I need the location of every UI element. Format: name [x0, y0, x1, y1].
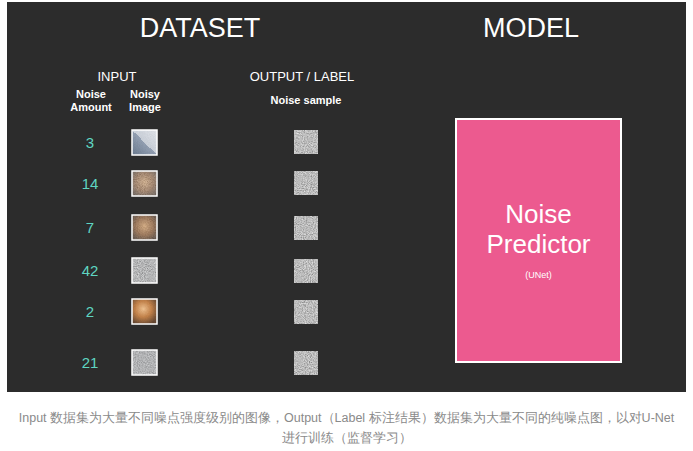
noisy-image — [132, 299, 157, 324]
noise-square — [294, 259, 318, 283]
noise-square — [294, 130, 318, 154]
noise-amount: 42 — [82, 262, 99, 279]
noise-square — [294, 216, 318, 240]
column-subheading: Noise Amount — [63, 88, 119, 113]
column-subheading: Noisy Image — [117, 88, 173, 113]
image-noise — [132, 215, 157, 240]
image-noise — [132, 130, 157, 155]
noise-amount: 21 — [82, 354, 99, 371]
noise-sample — [294, 130, 318, 375]
noisy-image — [132, 258, 157, 283]
noisy-image — [132, 350, 157, 375]
image-fill — [132, 258, 157, 283]
noise-square — [294, 351, 318, 375]
figure-caption: Input 数据集为大量不同噪点强度级别的图像，Output（Label 标注结… — [14, 408, 679, 448]
column-heading: OUTPUT / LABEL — [250, 70, 355, 85]
noise-amount: 7 — [86, 219, 94, 236]
image-noise — [132, 350, 157, 375]
image-fill — [132, 350, 157, 375]
image-fill — [132, 171, 157, 196]
noisy-image — [132, 215, 157, 240]
image-border — [132, 350, 157, 375]
noise-amount: 3 — [86, 134, 94, 151]
noise-square — [294, 300, 318, 324]
model-box: Noise Predictor (UNet) — [455, 118, 622, 363]
model-subtitle: (UNet) — [525, 270, 552, 282]
noise-amount: 2 — [86, 303, 94, 320]
image-noise — [132, 299, 157, 324]
noisy-image — [132, 130, 157, 155]
model-name: Noise Predictor — [469, 200, 609, 260]
image-noise — [132, 258, 157, 283]
noise-square — [294, 171, 318, 195]
noise-amount: 14 — [82, 175, 99, 192]
image-border — [132, 215, 157, 240]
dark-panel — [7, 2, 686, 392]
section-heading: MODEL — [483, 13, 579, 44]
image-border — [132, 130, 157, 155]
image-fill — [132, 215, 157, 240]
image-border — [132, 171, 157, 196]
noisy-image — [132, 171, 157, 196]
image-fill — [132, 130, 157, 155]
image-border — [132, 299, 157, 324]
image-border — [132, 258, 157, 283]
column-subheading: Noise sample — [271, 94, 342, 107]
section-heading: DATASET — [140, 13, 261, 44]
column-heading: INPUT — [98, 70, 137, 85]
image-fill — [132, 299, 157, 324]
image-noise — [132, 171, 157, 196]
